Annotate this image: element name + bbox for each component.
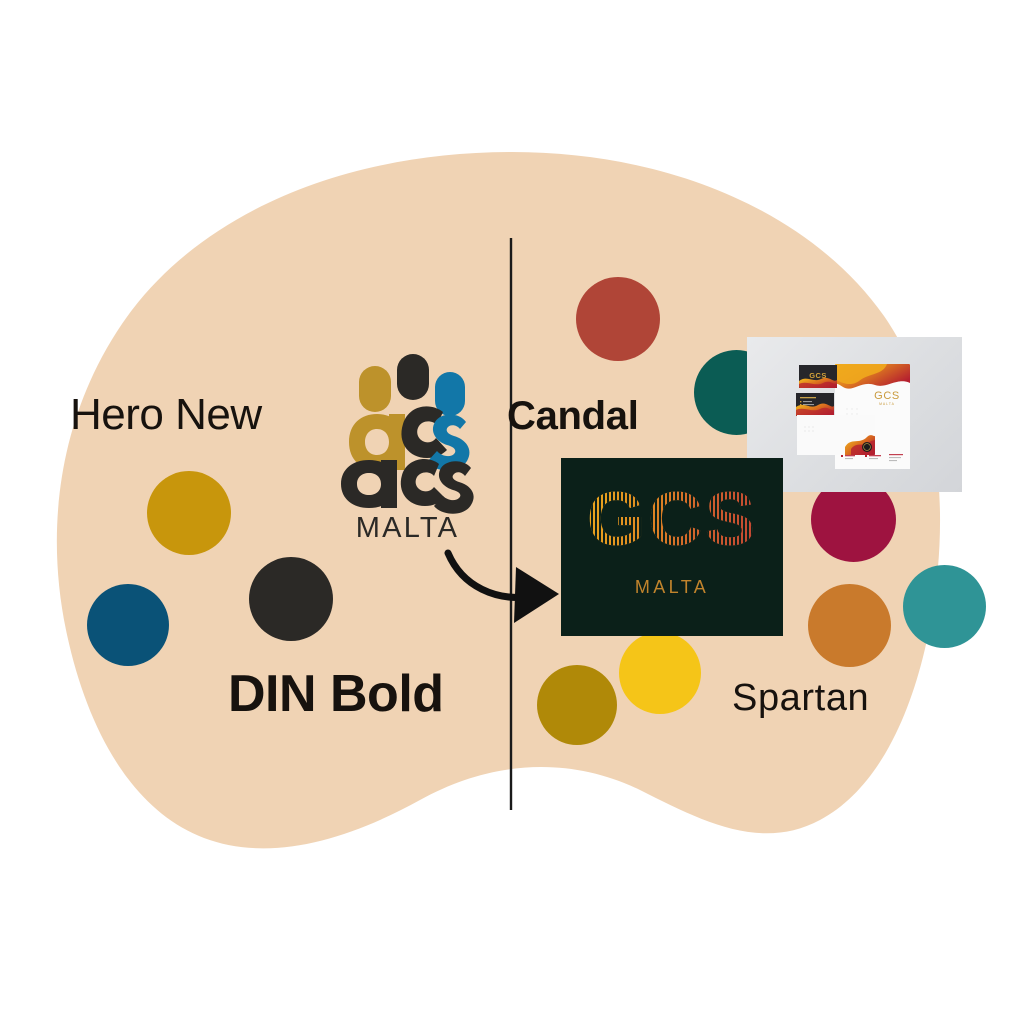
letterhead-subtitle: MALTA xyxy=(879,402,895,406)
dot-charcoal xyxy=(249,557,333,641)
business-card-back xyxy=(796,393,834,416)
gcs-dark-card: GCS MALTA xyxy=(561,458,783,636)
dot-bright-yellow xyxy=(619,632,701,714)
label-spartan: Spartan xyxy=(732,677,870,719)
dot-burnt-orange xyxy=(808,584,891,667)
gcs-old-logo-subtitle: MALTA xyxy=(355,512,460,544)
gcs-old-logo: MALTA xyxy=(335,350,480,550)
business-card-wordmark: GCS xyxy=(809,371,826,380)
curved-arrow xyxy=(444,549,559,623)
envelope xyxy=(797,415,875,455)
gcs-old-logo-mark xyxy=(341,354,474,514)
dot-brick-red xyxy=(576,277,660,361)
gcs-card-subtitle: MALTA xyxy=(634,577,710,597)
label-candal: Candal xyxy=(507,394,639,438)
dot-navy-blue xyxy=(87,584,169,666)
dot-light-teal xyxy=(903,565,986,648)
letterhead-footer xyxy=(841,454,903,462)
letterhead-wordmark: GCS xyxy=(874,390,900,402)
dot-dark-gold xyxy=(537,665,617,745)
label-hero-new: Hero New xyxy=(70,390,262,439)
dot-gold xyxy=(147,471,231,555)
gcs-card-wordmark: GCS xyxy=(561,482,783,558)
business-card-front: GCS xyxy=(799,365,837,388)
label-din-bold: DIN Bold xyxy=(228,665,444,723)
